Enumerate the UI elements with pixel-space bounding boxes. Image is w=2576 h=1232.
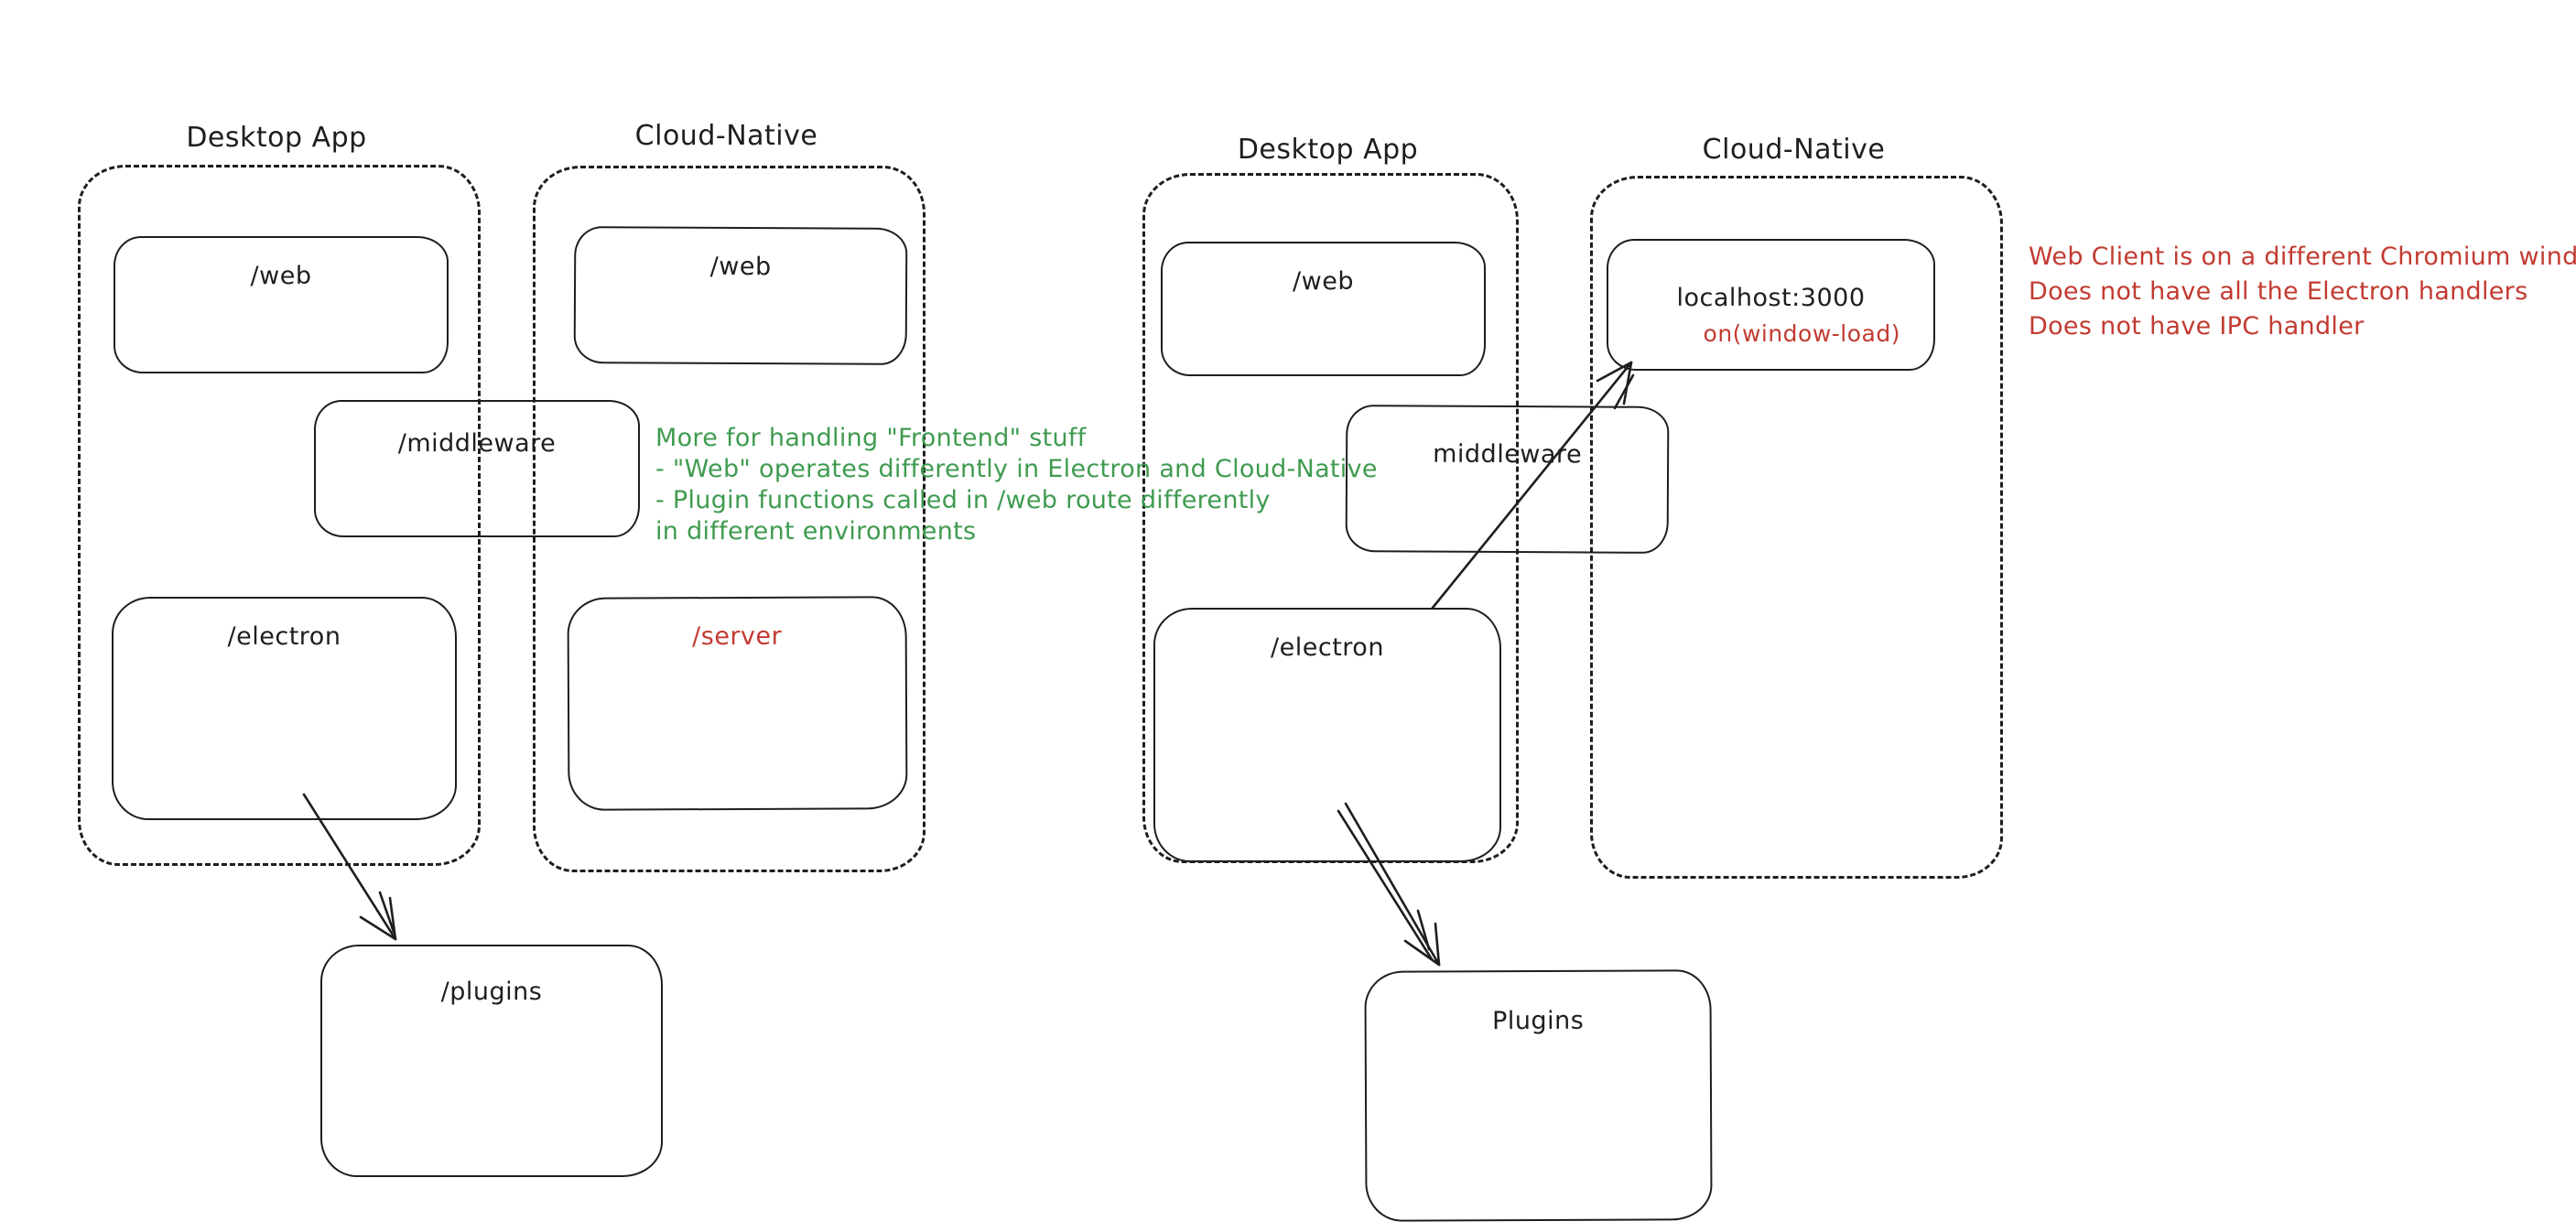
red-note-line: Does not have IPC handler	[2029, 312, 2365, 340]
green-note-line: - Plugin functions called in /web route …	[655, 486, 1271, 514]
right-plugins-node: Plugins	[1364, 969, 1713, 1222]
green-note-line: More for handling "Frontend" stuff	[655, 424, 1087, 452]
right-desktop-web-node: /web	[1161, 242, 1486, 376]
left-desktop-app-container	[78, 165, 481, 866]
window-load-label: on(window-load)	[1703, 319, 1900, 347]
right-desktop-app-title: Desktop App	[1237, 134, 1419, 166]
red-note: Web Client is on a different Chromium wi…	[2029, 240, 2576, 344]
left-electron-label: /electron	[227, 622, 341, 651]
right-middleware-node: middleware	[1345, 405, 1670, 554]
right-plugins-label: Plugins	[1491, 1006, 1585, 1036]
left-middleware-node: /middleware	[314, 400, 640, 537]
localhost-label: localhost:3000	[1676, 283, 1866, 312]
left-cloud-web-node: /web	[573, 226, 908, 365]
left-cloud-native-title: Cloud-Native	[634, 120, 818, 152]
left-electron-node: /electron	[112, 597, 457, 820]
left-desktop-app-title: Desktop App	[186, 122, 367, 154]
left-plugins-node: /plugins	[320, 945, 663, 1177]
green-note-line: - "Web" operates differently in Electron…	[655, 455, 1378, 483]
right-electron-label: /electron	[1271, 633, 1384, 662]
red-note-line: Web Client is on a different Chromium wi…	[2029, 243, 2576, 271]
red-note-line: Does not have all the Electron handlers	[2029, 277, 2528, 306]
right-cloud-native-title: Cloud-Native	[1702, 134, 1886, 166]
left-desktop-web-label: /web	[250, 262, 312, 290]
left-server-label: /server	[692, 621, 783, 652]
left-middleware-label: /middleware	[397, 429, 557, 458]
green-note: More for handling "Frontend" stuff - "We…	[655, 423, 1378, 547]
left-plugins-label: /plugins	[440, 978, 543, 1006]
left-cloud-native-container	[533, 166, 925, 872]
right-localhost-node: localhost:3000 on(window-load)	[1607, 239, 1935, 371]
left-cloud-web-label: /web	[709, 252, 772, 282]
right-electron-node: /electron	[1153, 608, 1501, 862]
green-note-line: in different environments	[655, 517, 977, 546]
left-server-node: /server	[567, 596, 908, 811]
right-middleware-label: middleware	[1433, 439, 1583, 470]
left-desktop-web-node: /web	[114, 236, 449, 373]
right-desktop-web-label: /web	[1293, 267, 1354, 296]
